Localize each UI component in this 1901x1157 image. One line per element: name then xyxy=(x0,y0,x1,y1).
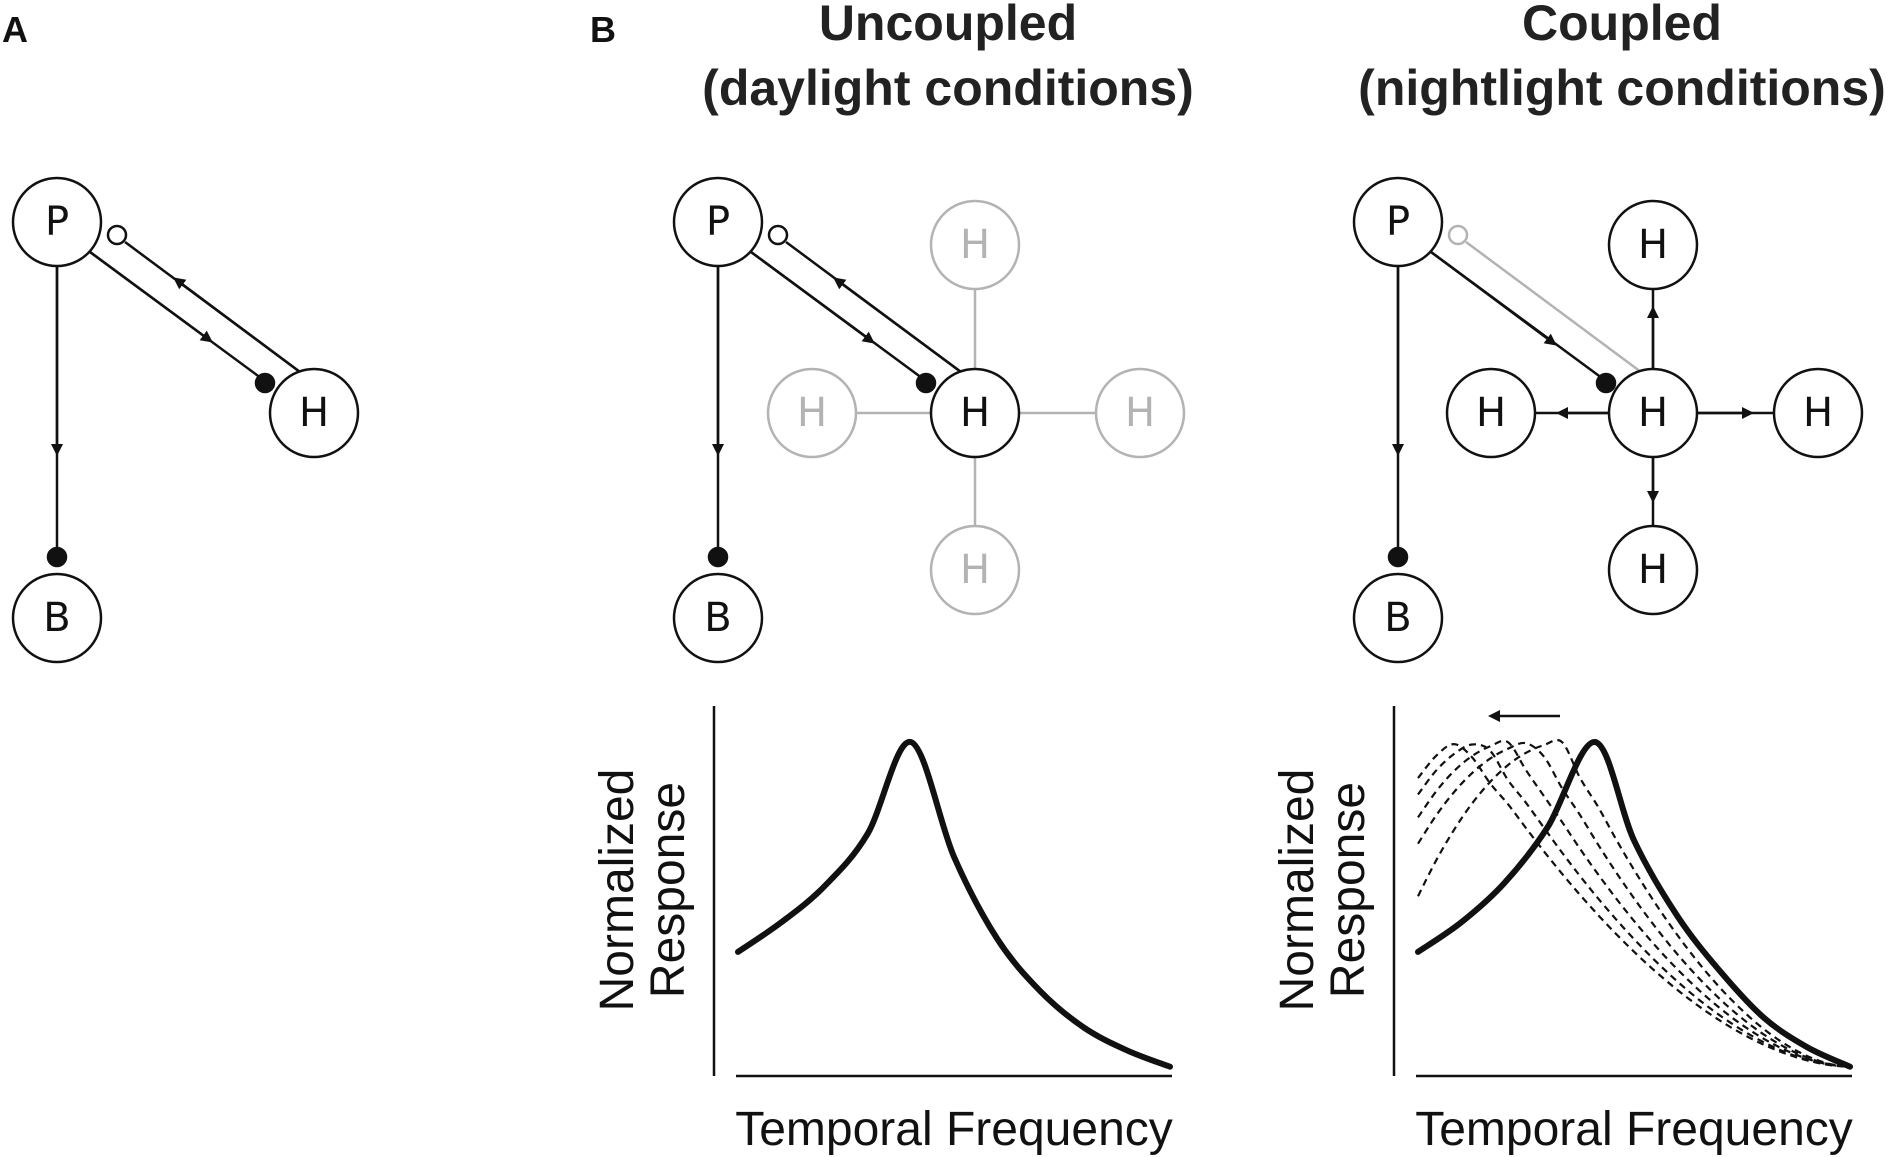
node-h-center-label: H xyxy=(960,390,990,436)
curves xyxy=(1415,738,1853,1070)
node-b-label: B xyxy=(43,595,70,641)
chart-coupled: Temporal Frequency Normalized Response xyxy=(1271,706,1853,1156)
node-h-right-faded xyxy=(1094,367,1186,459)
feedback-synapse-open-faded xyxy=(1447,224,1469,246)
h-to-p-arrow xyxy=(173,277,301,374)
coupled-subtitle: (nightlight conditions) xyxy=(1358,60,1886,116)
x-axis-label: Temporal Frequency xyxy=(735,1103,1173,1156)
circuit-a-labels: P H B xyxy=(43,199,329,641)
node-h-up-label: H xyxy=(960,222,990,268)
node-h-down-label: H xyxy=(1638,547,1668,593)
node-h-left-label: H xyxy=(797,390,827,436)
bipolar-synapse-closed xyxy=(1387,546,1409,568)
y-axis-label-line1: Normalized xyxy=(1271,769,1324,1012)
node-p xyxy=(672,176,764,268)
x-axis-label: Temporal Frequency xyxy=(1415,1103,1853,1156)
h-to-p-arrow xyxy=(833,277,962,374)
panel-letter-a: A xyxy=(2,9,28,50)
node-h-label: H xyxy=(299,390,329,436)
p-to-h-arrow xyxy=(1430,250,1557,346)
circuit-diagram-uncoupled xyxy=(672,176,1186,664)
faded-gap-junctions xyxy=(856,289,1096,526)
bipolar-synapse-closed xyxy=(707,546,729,568)
node-h-up-faded xyxy=(929,199,1021,291)
node-h-center-label: H xyxy=(1638,390,1668,436)
node-h-down xyxy=(1607,524,1699,616)
response-curve-dashed-5 xyxy=(1417,742,1851,1068)
feedforward-synapse-closed xyxy=(254,372,276,394)
node-h-down-faded xyxy=(929,524,1021,616)
feedforward-synapse-closed xyxy=(1595,372,1617,394)
feedforward-synapse-closed xyxy=(915,372,937,394)
response-curve-dashed-3 xyxy=(1417,739,1851,1068)
node-h-center xyxy=(929,367,1021,459)
node-p xyxy=(1352,176,1444,268)
feedback-synapse-open xyxy=(106,224,128,246)
node-b xyxy=(11,572,103,664)
node-h-left xyxy=(1445,367,1537,459)
node-p-label: P xyxy=(1386,199,1410,245)
bipolar-synapse-closed xyxy=(46,546,68,568)
chart-uncoupled: Temporal Frequency Normalized Response xyxy=(591,706,1173,1156)
node-b-label: B xyxy=(704,595,731,641)
circuit-diagram-a xyxy=(11,176,360,664)
node-h-right-label: H xyxy=(1125,390,1155,436)
node-p-label: P xyxy=(45,199,69,245)
node-b xyxy=(1352,572,1444,664)
node-h xyxy=(268,367,360,459)
node-h-left-label: H xyxy=(1476,390,1506,436)
curves xyxy=(735,739,1173,1070)
response-curve-dashed-2 xyxy=(1417,741,1851,1068)
p-to-h-arrow xyxy=(89,250,213,343)
node-h-up xyxy=(1607,199,1699,291)
feedback-synapse-open xyxy=(767,224,789,246)
node-h-left-faded xyxy=(766,367,858,459)
node-h-center xyxy=(1607,367,1699,459)
uncoupled-subtitle: (daylight conditions) xyxy=(702,60,1194,116)
panel-letter-b: B xyxy=(590,9,616,50)
node-h-down-label: H xyxy=(960,547,990,593)
h-to-p-line-faded xyxy=(1465,240,1642,374)
p-to-h-arrow xyxy=(750,250,875,344)
y-axis-label-line1: Normalized xyxy=(591,769,644,1012)
node-h-right xyxy=(1772,367,1864,459)
node-p xyxy=(11,176,103,268)
uncoupled-title: Uncoupled xyxy=(819,0,1077,51)
circuit-uncoupled-labels: P H B H H H H xyxy=(704,199,1155,641)
circuit-diagram-coupled xyxy=(1352,176,1864,664)
node-p-label: P xyxy=(706,199,730,245)
response-curve-dashed-1 xyxy=(1417,738,1851,1068)
node-b-label: B xyxy=(1384,595,1411,641)
coupled-title: Coupled xyxy=(1522,0,1722,51)
node-h-right-label: H xyxy=(1803,390,1833,436)
response-curve-solid xyxy=(1415,739,1853,1070)
y-axis-label-line2: Response xyxy=(1322,782,1375,998)
node-h-up-label: H xyxy=(1638,222,1668,268)
node-b xyxy=(672,572,764,664)
response-curve-solid xyxy=(735,739,1173,1070)
y-axis-label-line2: Response xyxy=(642,782,695,998)
circuit-coupled-labels: P H B H H H H xyxy=(1384,199,1833,641)
